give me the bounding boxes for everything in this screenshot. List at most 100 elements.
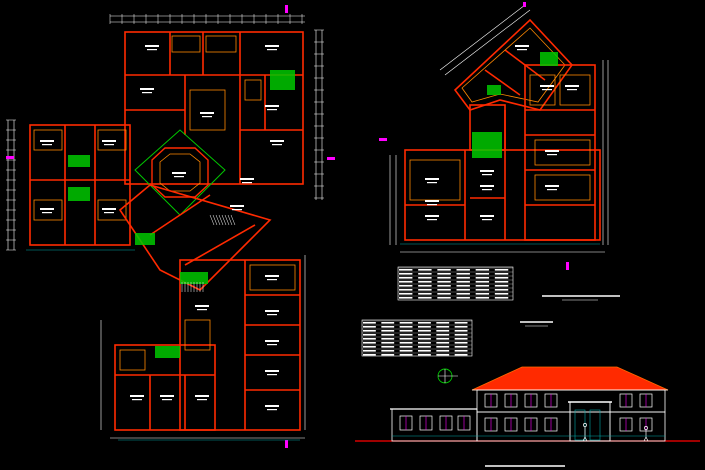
room-label-mark [545, 150, 559, 152]
table-cell-mark [418, 342, 431, 344]
table-cell-mark [381, 326, 395, 328]
table-cell-mark [418, 297, 432, 299]
room-label-mark [240, 178, 254, 180]
room-label-mark [102, 140, 116, 142]
table-cell-mark [381, 342, 395, 344]
room-label-mark [270, 140, 284, 142]
table-cell-mark [399, 338, 413, 340]
schedule-a [397, 266, 514, 301]
table-cell-mark [363, 338, 376, 340]
room-label-mark [160, 395, 174, 397]
room-label-mark [517, 49, 527, 51]
room-label-mark [265, 105, 279, 107]
room-label-mark [425, 215, 439, 217]
table-cell-mark [454, 326, 468, 328]
table-cell-mark [381, 346, 395, 348]
room-label-mark [482, 219, 492, 221]
table-cell-mark [399, 293, 413, 295]
table-cell-mark [454, 338, 468, 340]
table-cell-mark [475, 277, 490, 279]
table-cell-mark [475, 273, 490, 275]
table-cell-mark [456, 281, 470, 283]
table-cell-mark [399, 289, 413, 291]
room-label-mark [174, 176, 184, 178]
title-underlines [485, 295, 620, 467]
table-cell-mark [418, 289, 432, 291]
table-cell-mark [399, 346, 413, 348]
table-cell-mark [418, 322, 431, 324]
plan-ground-dim-ticks [6, 14, 324, 251]
stair-tread [209, 214, 215, 226]
table-cell-mark [363, 350, 376, 352]
table-cell-mark [494, 273, 509, 275]
plan-ground-diagonal-corridor [118, 184, 272, 291]
table-cell-mark [475, 269, 490, 271]
stair-tread [212, 214, 218, 226]
table-cell-mark [454, 334, 468, 336]
room-label-mark [102, 208, 116, 210]
stair-tread [215, 214, 221, 226]
table-cell-mark [456, 293, 470, 295]
plan-upper-main-body-orange [409, 74, 591, 201]
room-label-mark [480, 185, 494, 187]
table-cell-mark [454, 350, 468, 352]
room-label-mark [267, 344, 277, 346]
table-cell-mark [399, 277, 413, 279]
table-cell-mark [418, 346, 431, 348]
table-cell-mark [381, 322, 395, 324]
plan-ground-gridlines [26, 249, 300, 441]
elevation-front [355, 366, 700, 442]
stair-tread [224, 214, 230, 226]
table-cell-mark [418, 281, 432, 283]
room-label-mark [482, 174, 492, 176]
table-cell-mark [381, 338, 395, 340]
portico-door [574, 409, 586, 441]
schedule-a-rows [398, 267, 513, 299]
table-cell-mark [494, 297, 509, 299]
room-label-mark [567, 89, 577, 91]
table-cell-mark [454, 330, 468, 332]
room-label-mark [130, 395, 144, 397]
plan-ground-lower-wing [114, 259, 301, 431]
stair-tread [227, 214, 233, 226]
room-label-mark [267, 49, 277, 51]
room-label-mark [267, 374, 277, 376]
room-label-mark [265, 275, 279, 277]
table-cell-mark [454, 346, 468, 348]
table-cell-mark [381, 334, 395, 336]
table-cell-mark [418, 285, 432, 287]
table-cell-mark [437, 273, 451, 275]
table-cell-mark [363, 330, 376, 332]
table-cell-mark [475, 297, 490, 299]
room-label-mark [267, 409, 277, 411]
table-cell-mark [475, 289, 490, 291]
table-cell-mark [436, 338, 450, 340]
table-cell-mark [399, 342, 413, 344]
room-label-mark [145, 45, 159, 47]
table-cell-mark [399, 322, 413, 324]
table-cell-mark [437, 269, 451, 271]
table-cell-mark [494, 277, 509, 279]
plan-ground-left-wing [29, 124, 131, 246]
table-cell-mark [418, 293, 432, 295]
table-cell-mark [454, 322, 468, 324]
room-label-mark [265, 45, 279, 47]
portico-door [589, 409, 601, 441]
table-cell-mark [456, 285, 470, 287]
room-label-mark [272, 144, 282, 146]
axis-marker-group [6, 5, 335, 448]
room-label-mark [267, 314, 277, 316]
room-label-mark [230, 205, 244, 207]
table-cell-mark [456, 297, 470, 299]
table-cell-mark [399, 326, 413, 328]
room-label-mark [147, 49, 157, 51]
elevation-windows [399, 393, 653, 441]
room-label-mark [40, 140, 54, 142]
plan-upper-main-body [404, 64, 601, 241]
plan-ground-upper-wing-orange [171, 35, 262, 131]
table-cell-mark [399, 354, 413, 356]
room-label-mark [265, 405, 279, 407]
table-cell-mark [456, 273, 470, 275]
table-cell-mark [436, 326, 450, 328]
